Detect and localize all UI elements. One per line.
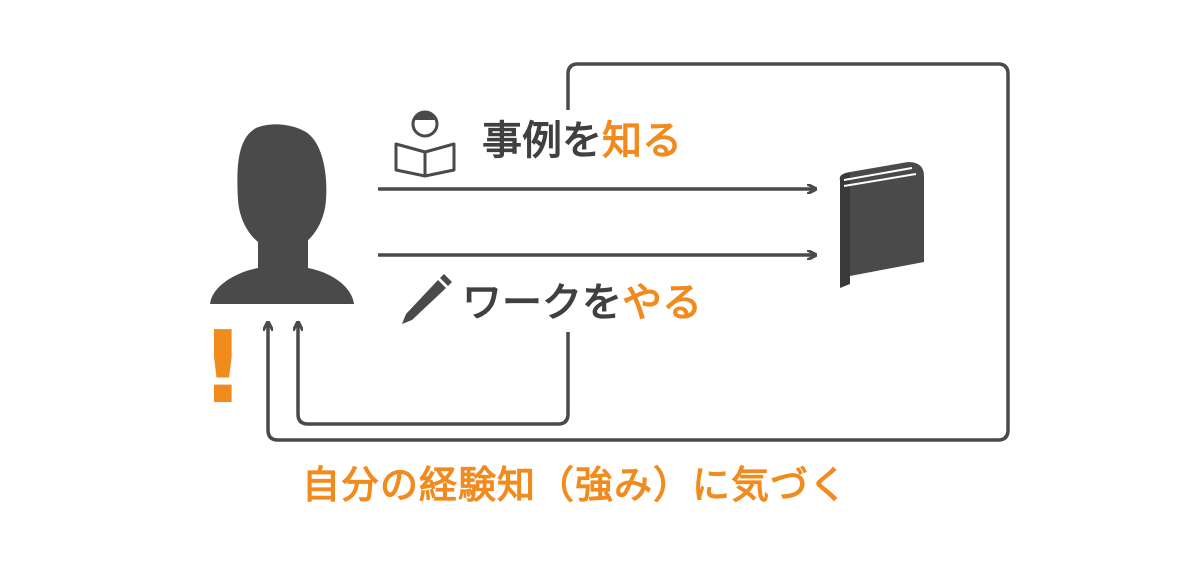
learn-label-prefix: 事例を [482, 118, 602, 164]
book-icon [839, 162, 924, 288]
person-silhouette-icon [210, 124, 354, 304]
insight-label: 自分の経験知（強み）に気づく [302, 463, 849, 507]
exclamation-mark: ! [200, 309, 246, 426]
work-label-prefix: ワークを [462, 280, 622, 326]
pencil-icon [402, 274, 452, 324]
learn-label-emphasis: 知る [602, 118, 682, 164]
work-label-emphasis: やる [622, 280, 702, 326]
person-reading-icon [394, 110, 456, 178]
learn-label: 事例を知る [482, 121, 682, 161]
work-label: ワークをやる [462, 283, 702, 323]
feedback-loop-outer [268, 62, 1010, 442]
feedback-loop-inner [298, 322, 570, 426]
